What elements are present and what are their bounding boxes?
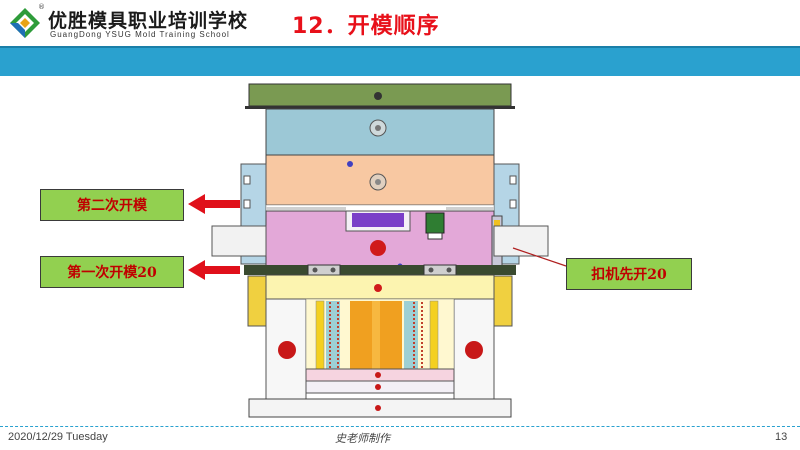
school-name: 优胜模具职业培训学校 (48, 10, 249, 32)
right-leg (493, 275, 513, 327)
page-number: 13 (775, 431, 788, 443)
school-logo-icon (10, 8, 40, 38)
left-rail (211, 225, 267, 257)
slide-title: 12．开模顺序 (292, 14, 440, 39)
right-bottom-hole (465, 341, 483, 359)
label-second-opening: 第二次开模 (40, 189, 184, 221)
label-first-opening: 第一次开模20 (40, 256, 184, 288)
latch-block (425, 212, 445, 234)
school-name-english: GuangDong YSUG Mold Training School (50, 30, 230, 39)
right-rail (493, 225, 549, 257)
header-band-edge (0, 46, 800, 48)
left-bottom-hole (278, 341, 296, 359)
core-hole (370, 240, 386, 256)
slide-header: ® 优胜模具职业培训学校 GuangDong YSUG Mold Trainin… (0, 0, 800, 46)
latch-pointer-line (512, 247, 567, 267)
registered-mark: ® (38, 3, 45, 11)
footer-date: 2020/12/29 Tuesday (8, 431, 108, 443)
label-latch-first: 扣机先开20 (566, 258, 692, 290)
arrow-second-opening (188, 194, 240, 214)
header-band (0, 46, 800, 76)
top-screw (374, 92, 382, 100)
mold-opening-diagram (188, 83, 567, 418)
arrow-first-opening (188, 260, 240, 280)
footer-author: 史老师制作 (335, 432, 390, 445)
footer-divider (0, 426, 800, 427)
left-leg (247, 275, 267, 327)
